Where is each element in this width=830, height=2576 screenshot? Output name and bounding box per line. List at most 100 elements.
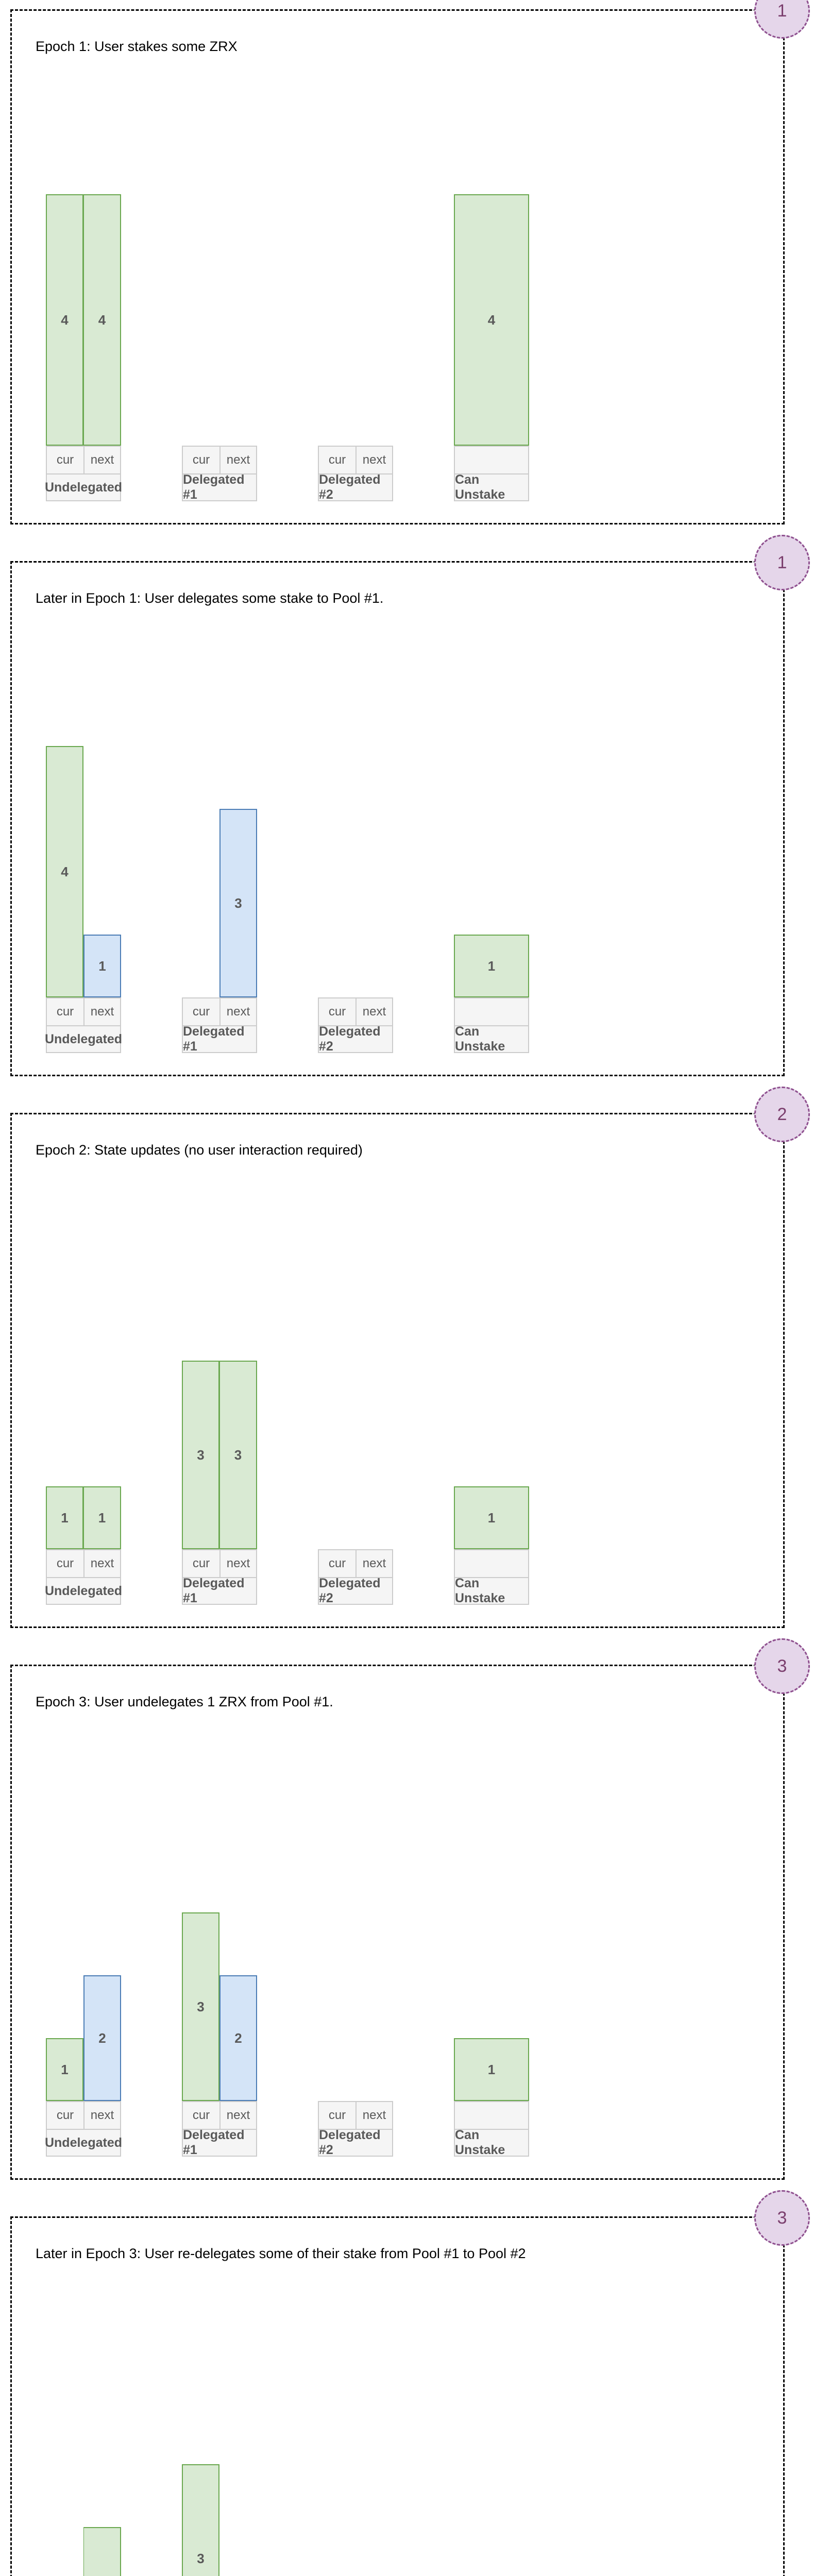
column-header-row-empty xyxy=(454,446,529,474)
bar-column xyxy=(182,178,219,446)
bar-value: 3 xyxy=(234,1447,242,1463)
bar-stack xyxy=(318,1281,393,1549)
panel-title: Later in Epoch 1: User delegates some st… xyxy=(36,590,384,606)
column-header-row-empty xyxy=(454,997,529,1026)
bar-green: 3 xyxy=(182,1912,219,2101)
bar-stack xyxy=(318,178,393,446)
bar-value: 2 xyxy=(234,2030,242,2046)
bar-green: 3 xyxy=(182,1361,219,1549)
column-header-next: next xyxy=(219,2102,256,2129)
bar-value: 1 xyxy=(487,2062,496,2077)
column-header-cur: cur xyxy=(319,447,355,473)
column-header-cur: cur xyxy=(183,998,219,1025)
group-label: Delegated #1 xyxy=(182,472,257,502)
panel-title: Epoch 2: State updates (no user interact… xyxy=(36,1142,363,1158)
epoch-number: 2 xyxy=(777,1104,787,1124)
bar-column: 1 xyxy=(454,1281,529,1549)
bar-column xyxy=(355,730,393,997)
bar-value: 1 xyxy=(98,958,106,974)
bar-value: 3 xyxy=(197,2551,205,2566)
group-label: Undelegated xyxy=(45,1026,122,1053)
bar-stack: 1 xyxy=(454,730,529,997)
panel-title: Epoch 3: User undelegates 1 ZRX from Poo… xyxy=(36,1694,333,1709)
panel-title: Later in Epoch 3: User re-delegates some… xyxy=(36,2246,526,2261)
bar-green: 2 xyxy=(83,2527,121,2576)
bar-column: 4 xyxy=(46,730,83,997)
bar-value: 3 xyxy=(234,895,242,911)
epoch-badge: 3 xyxy=(754,2190,810,2246)
bar-green: 4 xyxy=(46,194,83,446)
group-label: Delegated #2 xyxy=(318,1576,393,1605)
group-label: Delegated #1 xyxy=(182,1024,257,1054)
bar-column: 1 xyxy=(83,730,121,997)
bar-value: 4 xyxy=(487,312,496,328)
bar-groups: 12curnextUndelegated31curnextDelegated #… xyxy=(12,2379,783,2576)
bar-value: 4 xyxy=(98,312,106,328)
bar-column: 2 xyxy=(219,1833,257,2101)
column-header-blank xyxy=(455,1550,528,1577)
bar-column xyxy=(355,178,393,446)
group-label: Can Unstake xyxy=(454,2128,529,2157)
bar-stack: 1 xyxy=(454,1833,529,2101)
bar-value: 1 xyxy=(98,1510,106,1526)
bar-column: 1 xyxy=(46,1833,83,2101)
column-header-cur: cur xyxy=(319,1550,355,1577)
bar-column: 1 xyxy=(454,2385,529,2576)
bar-blue: 2 xyxy=(219,1975,257,2101)
group-label: Undelegated xyxy=(45,1578,122,1605)
bar-green: 4 xyxy=(46,746,83,997)
bar-column: 3 xyxy=(182,2385,219,2576)
bar-stack: 4 xyxy=(454,178,529,446)
column-header-next: next xyxy=(355,2102,392,2129)
column-header-row-empty xyxy=(454,2101,529,2130)
bar-column xyxy=(318,2385,355,2576)
bar-value: 4 xyxy=(61,312,69,328)
bar-stack: 12 xyxy=(46,2385,121,2576)
bar-column xyxy=(219,178,257,446)
bar-column: 1 xyxy=(46,2385,83,2576)
epoch-panel: Epoch 2: State updates (no user interact… xyxy=(10,1087,810,1628)
group-label: Can Unstake xyxy=(454,472,529,502)
column-header-next: next xyxy=(83,1550,120,1577)
panel-title: Epoch 1: User stakes some ZRX xyxy=(36,39,238,54)
bar-blue: 3 xyxy=(219,809,257,997)
bar-column: 1 xyxy=(454,730,529,997)
epoch-badge: 1 xyxy=(754,535,810,590)
group-label: Can Unstake xyxy=(454,1024,529,1054)
bar-green: 4 xyxy=(454,194,529,446)
bar-value: 1 xyxy=(487,1510,496,1526)
bar-green: 1 xyxy=(46,1486,83,1549)
column-header-blank xyxy=(455,2102,528,2129)
bar-column: 2 xyxy=(83,1833,121,2101)
bar-column xyxy=(318,730,355,997)
bar-column: 1 xyxy=(46,1281,83,1549)
column-header-cur: cur xyxy=(183,447,219,473)
group-label: Delegated #2 xyxy=(318,2128,393,2157)
column-header-cur: cur xyxy=(47,1550,83,1577)
bar-column xyxy=(318,178,355,446)
bar-column: 3 xyxy=(219,730,257,997)
bar-green: 3 xyxy=(182,2464,219,2576)
bar-column: 1 xyxy=(454,1833,529,2101)
epoch-badge: 2 xyxy=(754,1087,810,1142)
column-header-cur: cur xyxy=(47,998,83,1025)
epoch-panel: Later in Epoch 3: User re-delegates some… xyxy=(10,2190,810,2576)
